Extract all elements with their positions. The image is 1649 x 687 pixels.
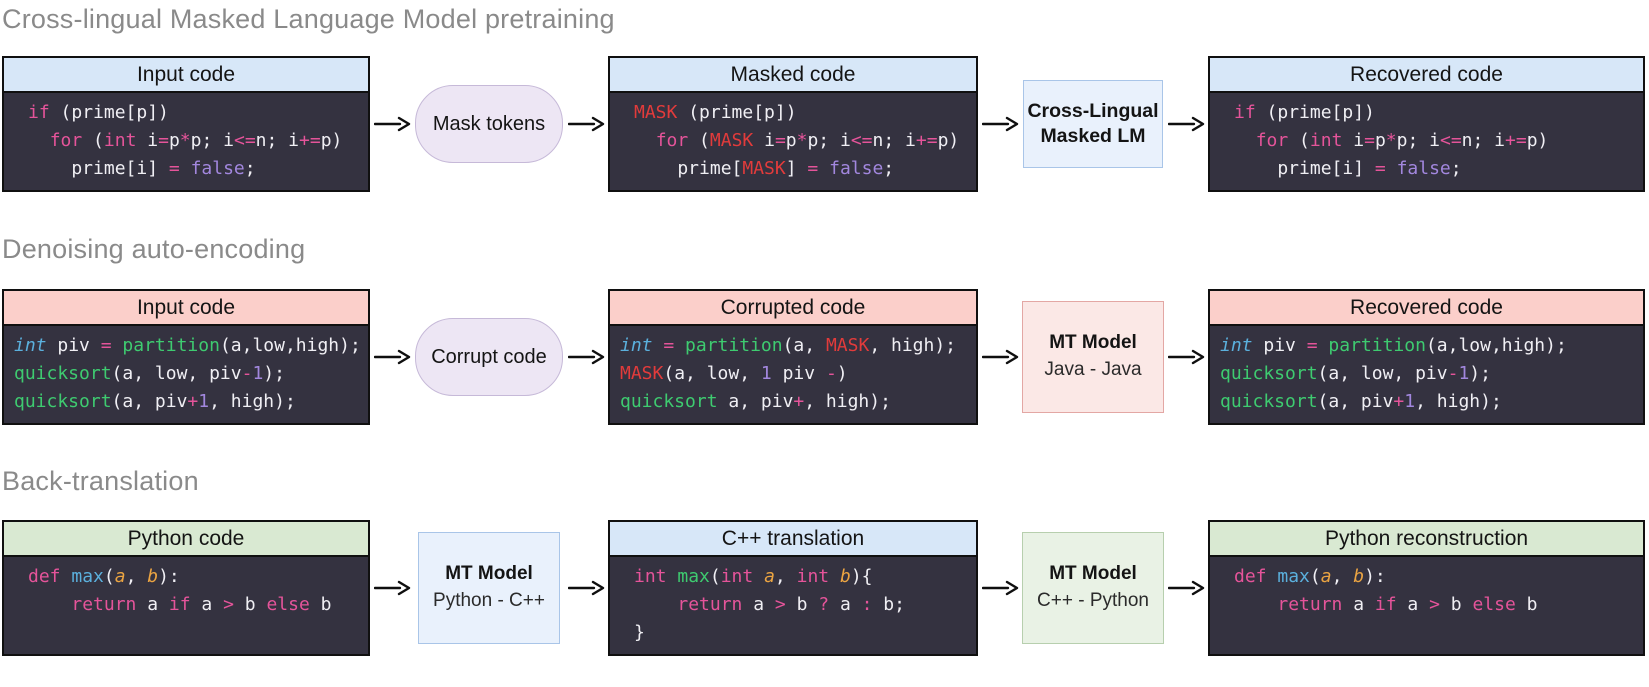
arrow-right-icon	[564, 579, 608, 597]
box-header: Recovered code	[1210, 58, 1643, 93]
input-code-box: Input code if (prime[p]) for (int i=p*p;…	[2, 56, 370, 192]
section-back-translation: Back-translation Python code def max(a, …	[2, 466, 1645, 656]
python-reconstruction-box: Python reconstruction def max(a, b): ret…	[1208, 520, 1645, 656]
cross-lingual-masked-lm-node: Cross-Lingual Masked LM	[1023, 80, 1163, 168]
arrow-right-icon	[564, 115, 608, 133]
model-direction: Python - C++	[433, 590, 545, 611]
recovered-code-box: Recovered code int piv = partition(a,low…	[1208, 289, 1645, 425]
model-name-line1: Cross-Lingual	[1027, 100, 1159, 123]
code-block: int = partition(a, MASK, high);MASK(a, l…	[620, 335, 957, 412]
section-title: Denoising auto-encoding	[2, 234, 306, 264]
model-name: MT Model	[445, 563, 533, 585]
recovered-code-box: Recovered code if (prime[p]) for (int i=…	[1208, 56, 1645, 192]
box-header: Masked code	[610, 58, 976, 93]
arrow-right-icon	[1164, 348, 1208, 366]
transform-node-col: MT Model Python - C++	[414, 532, 564, 644]
mask-tokens-node: Mask tokens	[415, 85, 563, 163]
arrow-right-icon	[370, 115, 414, 133]
code-block: def max(a, b): return a if a > b else b	[1234, 566, 1538, 615]
cpp-translation-box: C++ translation int max(int a, int b){ r…	[608, 520, 978, 656]
corrupt-code-label: Corrupt code	[431, 345, 547, 368]
python-code-box: Python code def max(a, b): return a if a…	[2, 520, 370, 656]
transform-node-col: Corrupt code	[414, 318, 564, 396]
flow-row: Input code int piv = partition(a,low,hig…	[2, 289, 1645, 425]
box-header: C++ translation	[610, 522, 976, 557]
model-node-col: MT Model Java - Java	[1022, 301, 1164, 413]
arrow-right-icon	[978, 579, 1022, 597]
box-header: Input code	[4, 291, 368, 326]
mask-tokens-label: Mask tokens	[432, 112, 546, 135]
box-header: Recovered code	[1210, 291, 1643, 326]
code-block: int piv = partition(a,low,high);quicksor…	[14, 335, 361, 412]
figure-diagram: Cross-lingual Masked Language Model pret…	[2, 4, 1645, 656]
arrow-right-icon	[370, 579, 414, 597]
flow-row: Input code if (prime[p]) for (int i=p*p;…	[2, 56, 1645, 192]
corrupted-code-box: Corrupted code int = partition(a, MASK, …	[608, 289, 978, 425]
corrupt-code-node: Corrupt code	[415, 318, 563, 396]
section-title: Cross-lingual Masked Language Model pret…	[2, 4, 615, 34]
section-denoising-autoencoding: Denoising auto-encoding Input code int p…	[2, 234, 1645, 425]
code-block: MASK (prime[p]) for (MASK i=p*p; i<=n; i…	[634, 102, 960, 179]
model-name: MT Model	[1049, 563, 1137, 585]
masked-code-box: Masked code MASK (prime[p]) for (MASK i=…	[608, 56, 978, 192]
section-xlm-pretraining: Cross-lingual Masked Language Model pret…	[2, 4, 1645, 192]
arrow-right-icon	[1164, 579, 1208, 597]
arrow-right-icon	[564, 348, 608, 366]
box-header: Input code	[4, 58, 368, 93]
arrow-right-icon	[1164, 115, 1208, 133]
model-node-col: MT Model C++ - Python	[1022, 532, 1164, 644]
code-block: if (prime[p]) for (int i=p*p; i<=n; i+=p…	[28, 102, 343, 179]
model-direction: Java - Java	[1044, 359, 1142, 380]
arrow-right-icon	[978, 348, 1022, 366]
box-header: Corrupted code	[610, 291, 976, 326]
section-title: Back-translation	[2, 466, 199, 496]
mt-model-python-cpp-node: MT Model Python - C++	[418, 532, 560, 644]
flow-row: Python code def max(a, b): return a if a…	[2, 520, 1645, 656]
mt-model-cpp-python-node: MT Model C++ - Python	[1022, 532, 1164, 644]
arrow-right-icon	[978, 115, 1022, 133]
input-code-box: Input code int piv = partition(a,low,hig…	[2, 289, 370, 425]
code-block: int max(int a, int b){ return a > b ? a …	[634, 566, 905, 643]
model-direction: C++ - Python	[1037, 590, 1149, 611]
code-block: def max(a, b): return a if a > b else b	[28, 566, 332, 615]
code-block: if (prime[p]) for (int i=p*p; i<=n; i+=p…	[1234, 102, 1549, 179]
transform-node-col: Mask tokens	[414, 85, 564, 163]
box-header: Python code	[4, 522, 368, 557]
box-header: Python reconstruction	[1210, 522, 1643, 557]
model-name: MT Model	[1049, 332, 1137, 354]
model-node-col: Cross-Lingual Masked LM	[1022, 80, 1164, 168]
model-name-line2: Masked LM	[1040, 125, 1146, 147]
arrow-right-icon	[370, 348, 414, 366]
code-block: int piv = partition(a,low,high);quicksor…	[1220, 335, 1567, 412]
mt-model-java-java-node: MT Model Java - Java	[1022, 301, 1164, 413]
